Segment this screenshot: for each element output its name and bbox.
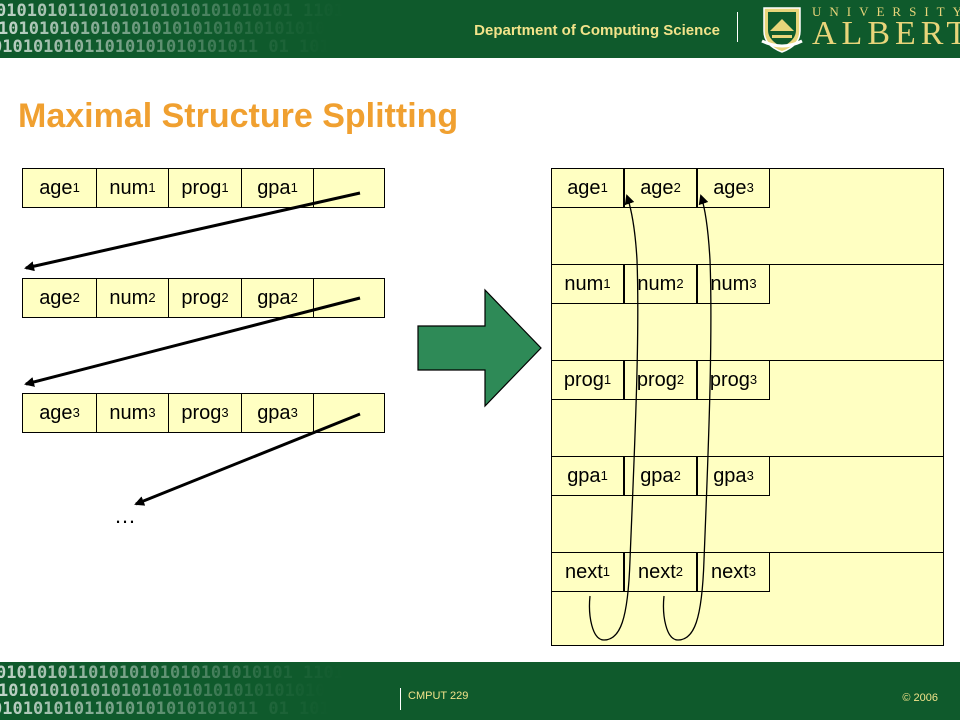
next-pointer-arrow-1 (24, 191, 361, 272)
field-name: age (39, 286, 73, 309)
field-name: gpa (640, 464, 674, 487)
next-link-curve-2 (662, 194, 712, 641)
slide-title: Maximal Structure Splitting (18, 97, 459, 135)
copyright-notice: © 2006 (902, 692, 938, 704)
header-divider (737, 12, 738, 42)
field-name: num (564, 272, 604, 295)
field-name: prog (636, 368, 677, 391)
field-name: next (564, 560, 603, 583)
field-name: next (710, 560, 749, 583)
field-name: num (109, 401, 149, 424)
svg-text:101010101010101010101010101010: 10101010101010101010101010101010 (0, 19, 326, 39)
next-pointer-cell (313, 278, 385, 318)
field-name: age (713, 176, 747, 199)
transform-arrow (417, 288, 542, 408)
next-pointer-arrow-3 (134, 412, 361, 506)
field-name: age (39, 176, 73, 199)
svg-text:01010101011010101010101011 01: 01010101011010101010101011 01 101 (0, 699, 330, 719)
svg-text:101010101010101010101010101010: 10101010101010101010101010101010 (0, 681, 326, 701)
field-name: num (109, 176, 149, 199)
field-name: next (637, 560, 676, 583)
university-crest-logo (760, 5, 804, 53)
department-name: Department of Computing Science (474, 22, 720, 39)
field-name: gpa (257, 286, 291, 309)
university-label: UNIVERSITY OF (812, 4, 960, 19)
svg-text:01010101011010101010101011 01: 01010101011010101010101011 01 101 (0, 37, 330, 57)
next-pointer-arrow-2 (24, 296, 361, 387)
binary-pattern-decoration: 01010101101010101010101010101 1101 10101… (0, 0, 480, 58)
field-name: num (710, 272, 750, 295)
footer-band: 01010101101010101010101010101 1101 10101… (0, 662, 960, 720)
field-name: prog (181, 176, 222, 199)
course-code: CMPUT 229 (408, 690, 469, 702)
field-name: gpa (567, 464, 601, 487)
svg-text:01010101101010101010101010101: 01010101101010101010101010101 1101 (0, 663, 344, 683)
field-name: prog (181, 401, 222, 424)
field-name: gpa (257, 176, 291, 199)
field-name: age (39, 401, 73, 424)
header-band: 01010101101010101010101010101 1101 10101… (0, 0, 960, 58)
field-name: prog (563, 368, 604, 391)
binary-pattern-decoration: 01010101101010101010101010101 1101 10101… (0, 662, 480, 720)
field-name: age (567, 176, 601, 199)
footer-divider (400, 688, 401, 710)
field-name: age (640, 176, 674, 199)
next-pointer-cell (313, 393, 385, 433)
field-name: num (109, 286, 149, 309)
continuation-ellipsis: … (114, 503, 136, 528)
field-name: gpa (257, 401, 291, 424)
university-wordmark: ALBERTA (812, 15, 960, 52)
field-name: gpa (713, 464, 747, 487)
next-link-curve-1 (588, 194, 639, 641)
svg-text:01010101101010101010101010101: 01010101101010101010101010101 1101 (0, 1, 344, 21)
field-name: prog (181, 286, 222, 309)
field-name: prog (709, 368, 750, 391)
field-name: num (637, 272, 677, 295)
